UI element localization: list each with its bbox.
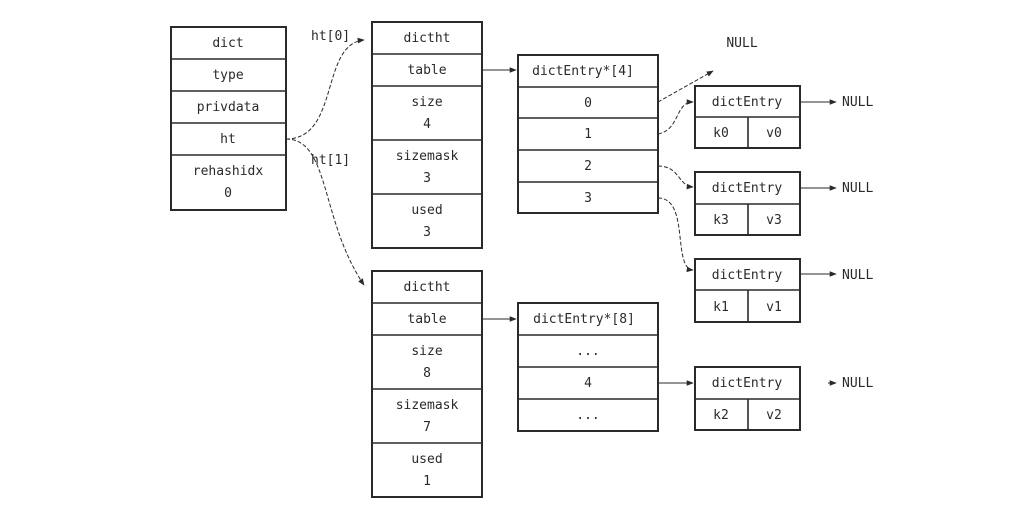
dict-entry: dictEntry k1 v1 <box>694 258 801 323</box>
ht0-title: dictht <box>404 31 451 46</box>
ht1-used-value: 1 <box>423 474 431 489</box>
array0-slot: 0 <box>584 96 592 111</box>
entry-key: k0 <box>713 126 729 141</box>
dict-entry: dictEntry k0 v0 <box>694 85 801 149</box>
ht1-size-value: 8 <box>423 366 431 381</box>
entry-value: v1 <box>766 300 782 315</box>
entry-key: k3 <box>713 213 729 228</box>
ht1-table-array: dictEntry*[8] ... 4 ... <box>517 302 659 432</box>
array1-slot: 4 <box>584 376 592 391</box>
pointer-arrows <box>285 37 837 386</box>
array1-slot: ... <box>576 408 599 423</box>
ht1-pointer-label: ht[1] <box>311 153 350 168</box>
ht0-pointer-arrow <box>285 37 365 140</box>
ht0-pointer-label: ht[0] <box>311 29 350 44</box>
entry-title: dictEntry <box>712 268 783 283</box>
slot0-null-arrow <box>657 70 714 103</box>
dict-struct: dict type privdata ht rehashidx 0 <box>170 26 287 211</box>
entry-next-null: NULL <box>842 268 873 283</box>
ht0-table-field: table <box>407 63 446 78</box>
entry-key: k2 <box>713 408 729 423</box>
dict-entry: dictEntry k3 v3 <box>694 171 801 236</box>
entry-value: v2 <box>766 408 782 423</box>
entry-title: dictEntry <box>712 95 783 110</box>
entry-value: v0 <box>766 126 782 141</box>
ht0-size-label: size <box>411 95 442 110</box>
entry-next-null: NULL <box>842 95 873 110</box>
dict-title: dict <box>212 36 243 51</box>
entry-key: k1 <box>713 300 729 315</box>
dict-ht-field: ht <box>220 132 236 147</box>
ht0-used-value: 3 <box>423 225 431 240</box>
ht1-size-label: size <box>411 344 442 359</box>
ht1-title: dictht <box>404 280 451 295</box>
ht0-table-array: dictEntry*[4] 0 1 2 3 <box>517 54 659 214</box>
dict-rehashidx-label: rehashidx <box>193 164 264 179</box>
entry-next-null: NULL <box>842 376 873 391</box>
ht0-sizemask-label: sizemask <box>396 149 459 164</box>
entry-title: dictEntry <box>712 181 783 196</box>
ht0-size-value: 4 <box>423 117 431 132</box>
slot2-entry-arrow <box>657 165 694 190</box>
slot3-entry-arrow <box>657 197 694 273</box>
ht1-table-field: table <box>407 312 446 327</box>
dict-entry: dictEntry k2 v2 <box>694 366 801 431</box>
ht1-sizemask-label: sizemask <box>396 398 459 413</box>
ht0-sizemask-value: 3 <box>423 171 431 186</box>
array1-slot: ... <box>576 344 599 359</box>
ht1-sizemask-value: 7 <box>423 420 431 435</box>
entry-next-null: NULL <box>842 181 873 196</box>
dict-rehashidx-value: 0 <box>224 186 232 201</box>
dict-type-field: type <box>212 68 243 83</box>
ht0-used-label: used <box>411 203 442 218</box>
entry-title: dictEntry <box>712 376 783 391</box>
ht1-used-label: used <box>411 452 442 467</box>
ht1-pointer-arrow <box>285 138 365 286</box>
slot1-entry-arrow <box>657 99 694 135</box>
dict-privdata-field: privdata <box>197 100 260 115</box>
entry-value: v3 <box>766 213 782 228</box>
array1-title: dictEntry*[8] <box>533 312 635 327</box>
array0-slot: 1 <box>584 127 592 142</box>
array0-slot0-null: NULL <box>726 36 757 51</box>
ht0-dictht: dictht table size 4 sizemask 3 used 3 <box>371 21 483 249</box>
array0-slot: 3 <box>584 191 592 206</box>
array0-title: dictEntry*[4] <box>532 64 634 79</box>
array0-slot: 2 <box>584 159 592 174</box>
ht1-dictht: dictht table size 8 sizemask 7 used 1 <box>371 270 483 498</box>
